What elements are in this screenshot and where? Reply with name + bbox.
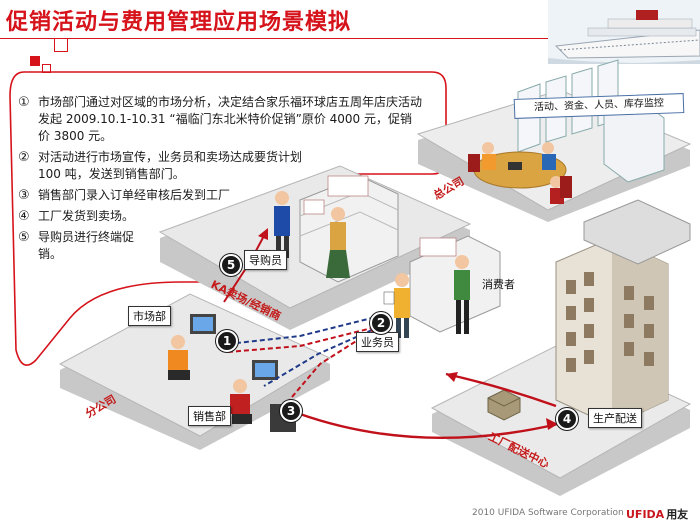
arrowhead-guide: [258, 228, 268, 240]
step-item: ⑤ 导购员进行终端促销。: [18, 229, 142, 263]
market-worker-icon: [168, 314, 216, 380]
step-badge-2: 2: [370, 312, 392, 334]
flow-arrow-market-to-salesman: [227, 317, 373, 345]
role-label-guide: 导购员: [244, 250, 287, 270]
arrowhead-factory: [546, 418, 558, 430]
title-decor-square: [30, 56, 40, 66]
footer-copyright: 2010 UFIDA Software Corporation: [472, 508, 624, 518]
flow-arrow-factory-to-store: [445, 372, 557, 408]
title-divider: [0, 38, 548, 39]
flow-arrow-sales-to-factory: [299, 412, 559, 440]
factory-building-icon: [555, 199, 691, 427]
step-number: ⑤: [18, 230, 30, 245]
guide-person-icon: [274, 191, 290, 258]
shopper-person-icon: [326, 207, 350, 278]
step-text: 销售部门录入订单经审核后发到工厂: [38, 188, 231, 202]
page-title: 促销活动与费用管理应用场景模拟: [6, 10, 352, 35]
step-badge-5: 5: [220, 254, 242, 276]
store-shelf-icon: [299, 175, 501, 333]
role-label-consumer: 消费者: [482, 278, 515, 291]
consumer-person-icon: [454, 255, 470, 334]
steps-list: ① 市场部门通过对区域的市场分析，决定结合家乐福环球店五周年店庆活动发起 2009…: [18, 94, 423, 267]
platform-branch-office: [58, 293, 332, 450]
role-label-market-dept: 市场部: [128, 306, 171, 326]
step-badge-3: 3: [280, 400, 302, 422]
step-item: ③ 销售部门录入订单经审核后发到工厂: [18, 187, 423, 204]
meeting-table-icon: [468, 142, 572, 204]
step-text: 工厂发货到卖场。: [38, 209, 135, 223]
step-badge-4: 4: [556, 408, 578, 430]
salesman-person-icon: [383, 273, 410, 338]
cruise-ship-icon: [548, 0, 700, 64]
step-number: ③: [18, 188, 30, 203]
step-number: ④: [18, 209, 30, 224]
flow-arrow-salesman-to-sales: [263, 329, 373, 387]
step-item: ④ 工厂发货到卖场。: [18, 208, 423, 225]
brand-name-cn: 用友: [666, 508, 689, 521]
title-decor-square: [54, 38, 68, 52]
step-number: ①: [18, 95, 30, 110]
arrowhead-store: [446, 372, 458, 382]
role-label-sales-dept: 销售部: [188, 406, 231, 426]
title-decor-square: [42, 64, 51, 73]
brand-name: UFIDA: [626, 508, 665, 521]
role-label-salesman: 业务员: [356, 332, 399, 352]
role-label-production: 生产配送: [588, 408, 642, 428]
step-number: ②: [18, 150, 30, 165]
step-text: 对活动进行市场宣传，业务员和卖场达成要货计划 100 吨，发送到销售部门。: [38, 150, 303, 181]
step-item: ① 市场部门通过对区域的市场分析，决定结合家乐福环球店五周年店庆活动发起 2009…: [18, 94, 423, 145]
step-text: 市场部门通过对区域的市场分析，决定结合家乐福环球店五周年店庆活动发起 2009.…: [38, 95, 423, 143]
step-text: 导购员进行终端促销。: [38, 230, 135, 261]
step-badge-1: 1: [216, 330, 238, 352]
step-item: ② 对活动进行市场宣传，业务员和卖场达成要货计划 100 吨，发送到销售部门。: [18, 149, 318, 183]
